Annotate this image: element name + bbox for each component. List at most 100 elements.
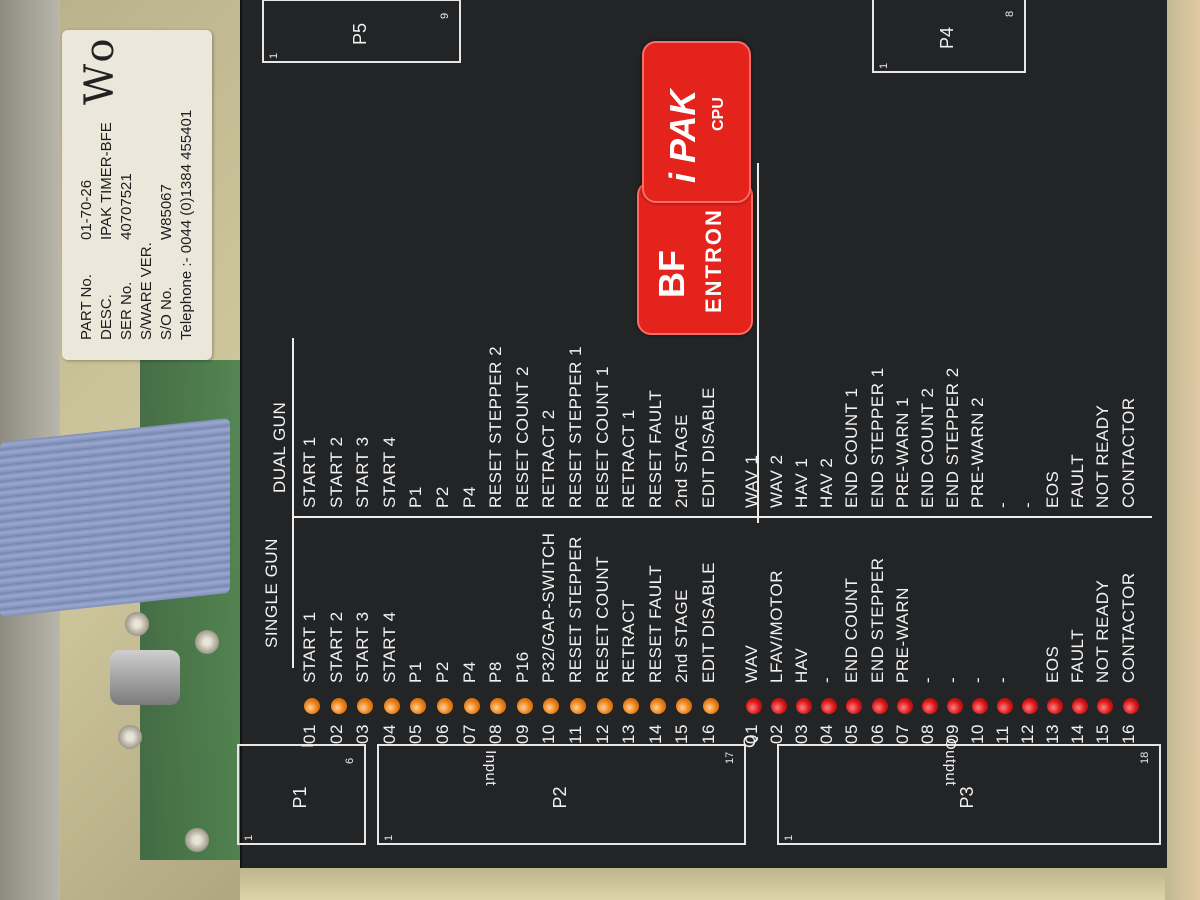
output-single-label: END STEPPER [867, 557, 887, 683]
output-led [1122, 698, 1139, 714]
output-number: 05 [842, 724, 862, 744]
output-led [746, 698, 762, 714]
output-number: 07 [892, 724, 912, 744]
pin-number: 1 [268, 52, 280, 59]
connector-label: P1 [289, 786, 310, 809]
output-single-label: NOT READY [1093, 579, 1113, 683]
output-single-label: END COUNT [842, 577, 862, 683]
ipak-logo-text: i PAK [662, 89, 703, 183]
input-single-label: START 4 [379, 611, 399, 683]
output-number: 08 [917, 724, 937, 744]
screw [185, 828, 209, 852]
input-led [596, 698, 613, 714]
pin-number: 8 [1004, 10, 1016, 17]
input-number: 02 [326, 724, 346, 744]
input-single-label: START 3 [353, 611, 373, 683]
input-single-label: P2 [433, 661, 452, 683]
pin-number: 1 [783, 834, 795, 841]
input-dual-label: RESET STEPPER 2 [486, 345, 506, 508]
input-number: 13 [619, 724, 639, 744]
input-dual-label: P4 [459, 486, 479, 508]
header-underline [292, 338, 294, 668]
output-single-label: - [917, 676, 937, 683]
input-dual-label: RESET COUNT 1 [592, 366, 612, 508]
output-single-label: LFAV/MOTOR [767, 569, 787, 683]
output-section-label: Output [942, 737, 959, 786]
dual-gun-header: DUAL GUN [270, 401, 289, 493]
input-dual-label: RESET COUNT 2 [512, 366, 532, 508]
output-number: 06 [867, 724, 887, 744]
pin-number: 17 [724, 751, 736, 764]
enclosure-edge [1165, 0, 1200, 900]
input-dual-label: START 4 [379, 436, 399, 508]
output-single-label: CONTACTOR [1118, 572, 1138, 683]
input-led [676, 698, 693, 714]
input-led [516, 698, 533, 714]
input-single-label: P1 [406, 661, 426, 683]
input-dual-label: RESET FAULT [645, 389, 665, 508]
input-dual-label: EDIT DISABLE [699, 387, 718, 508]
entron-logo-text: ENTRON [701, 208, 726, 313]
output-dual-label: HAV 1 [792, 457, 812, 508]
output-led [821, 698, 838, 714]
input-led [304, 698, 320, 714]
output-led [971, 698, 988, 714]
bf-logo-text: BF [651, 250, 692, 298]
output-number: 04 [817, 724, 837, 744]
input-dual-label: RESET STEPPER 1 [566, 345, 585, 508]
output-led [946, 698, 963, 714]
input-led [410, 698, 427, 714]
output-number: 11 [993, 725, 1012, 744]
output-number: 12 [1018, 724, 1038, 744]
output-dual-label: HAV 2 [817, 457, 837, 508]
input-dual-label: P2 [433, 486, 452, 508]
input-number: 12 [592, 724, 612, 744]
column-divider [292, 516, 1152, 518]
output-dual-label: WAV 1 [742, 454, 761, 508]
input-number: 10 [539, 724, 559, 744]
output-dual-label: - [1018, 501, 1038, 508]
pin-number: 1 [243, 834, 255, 841]
output-single-label: - [967, 676, 987, 683]
screw [125, 612, 149, 636]
output-single-label: EOS [1043, 645, 1063, 683]
output-dual-label: EOS [1043, 470, 1063, 508]
output-led [796, 698, 813, 714]
sticker-row: S/O No.W85067 [158, 184, 175, 340]
sticker-row: DESC.IPAK TIMER-BFE [98, 122, 115, 340]
input-number: 06 [433, 724, 452, 744]
bf-entron-logo: BF ENTRON [637, 181, 753, 335]
output-dual-label: CONTACTOR [1118, 397, 1138, 508]
input-number: 01 [300, 724, 319, 744]
capacitor [110, 650, 180, 705]
output-dual-label: - [993, 501, 1012, 508]
output-dual-label: END STEPPER 1 [867, 367, 887, 508]
input-led [543, 698, 560, 714]
screw [195, 630, 219, 654]
input-single-label: RESET COUNT [592, 555, 612, 683]
input-single-label: P16 [512, 651, 532, 683]
input-number: 03 [353, 724, 373, 744]
output-dual-label: END COUNT 2 [917, 387, 937, 508]
output-single-label: WAV [742, 644, 761, 683]
input-single-label: RESET FAULT [645, 564, 665, 683]
output-led [1097, 698, 1114, 714]
sticker-row: PART No.01-70-26 [78, 179, 95, 340]
input-number: 15 [672, 724, 692, 744]
output-number: 13 [1043, 724, 1063, 744]
input-single-label: START 1 [300, 611, 319, 683]
input-single-label: EDIT DISABLE [699, 562, 718, 683]
output-led [871, 698, 888, 714]
input-led [437, 698, 453, 714]
pin-number: 6 [344, 757, 356, 764]
output-dual-label: FAULT [1068, 453, 1088, 508]
pin-number: 18 [1139, 751, 1151, 764]
output-dual-label: END STEPPER 2 [942, 367, 962, 508]
handwritten-mark: Wo [77, 34, 123, 105]
input-dual-label: START 3 [353, 436, 373, 508]
pin-number: 1 [383, 834, 395, 841]
input-dual-label: START 1 [300, 436, 319, 508]
connector-label: P2 [549, 786, 570, 809]
input-led [330, 698, 347, 714]
